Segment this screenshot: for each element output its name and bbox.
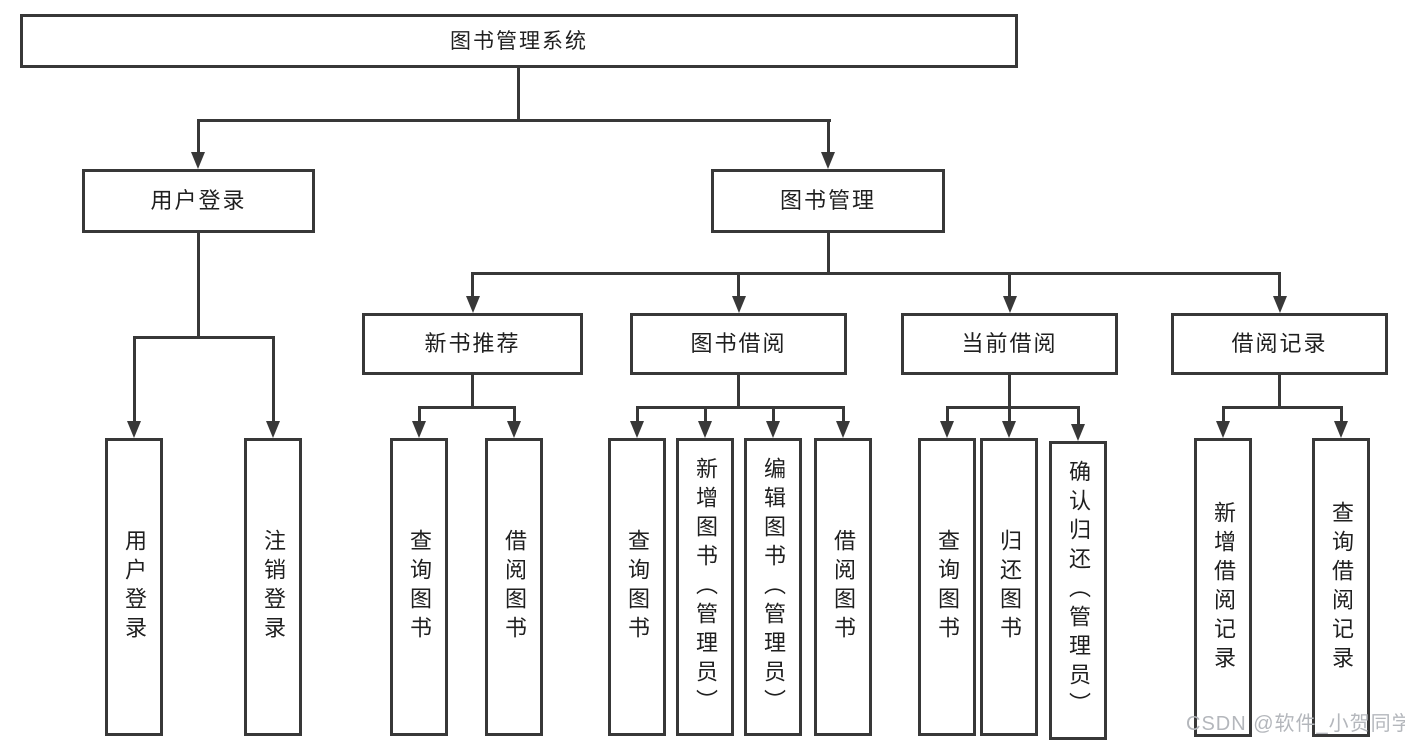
connector-line xyxy=(196,233,200,336)
leaf-label: 借阅图书 xyxy=(831,529,856,645)
arrow-down-icon xyxy=(940,421,954,438)
csdn-watermark: CSDN @软件_小贺同学 xyxy=(1186,713,1405,735)
arrow-down-icon xyxy=(836,421,850,438)
connector-line xyxy=(1221,406,1225,423)
leaf-label: 确认归还（管理员） xyxy=(1066,460,1091,721)
leaf-logout-login: 注销登录 xyxy=(244,438,302,736)
arrow-down-icon xyxy=(412,421,426,438)
connector-line xyxy=(132,336,136,423)
connector-line xyxy=(516,68,520,119)
leaf-search-books-borrowing: 查询图书 xyxy=(608,438,666,736)
connector-line xyxy=(841,406,845,423)
node-book-management: 图书管理 xyxy=(711,169,945,233)
arrow-down-icon xyxy=(1334,421,1348,438)
connector-line xyxy=(1221,406,1343,409)
arrow-down-icon xyxy=(191,152,205,169)
connector-line xyxy=(1007,406,1011,423)
connector-line xyxy=(417,406,516,409)
connector-line xyxy=(1278,375,1281,406)
arrow-down-icon xyxy=(1002,296,1017,313)
leaf-return-book: 归还图书 xyxy=(980,438,1038,736)
arrow-down-icon xyxy=(630,421,644,438)
connector-line xyxy=(417,406,421,423)
leaf-user-login: 用户登录 xyxy=(105,438,163,736)
arrow-down-icon xyxy=(766,421,780,438)
connector-line xyxy=(703,406,707,423)
leaf-add-borrow-record: 新增借阅记录 xyxy=(1194,438,1252,737)
arrow-down-icon xyxy=(821,152,835,169)
leaf-confirm-return-admin: 确认归还（管理员） xyxy=(1049,441,1107,740)
connector-line xyxy=(737,272,740,298)
node-current-borrowing: 当前借阅 xyxy=(901,313,1118,375)
connector-line xyxy=(197,119,831,122)
connector-line xyxy=(271,336,275,423)
leaf-label: 查询图书 xyxy=(935,529,960,645)
connector-line xyxy=(471,272,474,298)
leaf-label: 用户登录 xyxy=(122,529,147,645)
arrow-down-icon xyxy=(127,421,141,438)
leaf-add-book-admin: 新增图书（管理员） xyxy=(676,438,734,736)
connector-line xyxy=(1339,406,1343,423)
connector-line xyxy=(635,406,639,423)
connector-line xyxy=(945,406,949,423)
node-user-login: 用户登录 xyxy=(82,169,315,233)
leaf-borrow-books: 借阅图书 xyxy=(814,438,872,736)
leaf-edit-book-admin: 编辑图书（管理员） xyxy=(744,438,802,736)
leaf-label: 注销登录 xyxy=(261,529,286,645)
connector-line xyxy=(512,406,516,423)
arrow-down-icon xyxy=(1071,424,1085,441)
leaf-label: 查询图书 xyxy=(625,529,650,645)
node-library-system: 图书管理系统 xyxy=(20,14,1018,68)
arrow-down-icon xyxy=(698,421,712,438)
connector-line xyxy=(132,336,275,339)
connector-line xyxy=(771,406,775,423)
leaf-label: 查询借阅记录 xyxy=(1329,500,1354,675)
arrow-down-icon xyxy=(266,421,280,438)
connector-line xyxy=(826,119,830,155)
connector-line xyxy=(826,233,830,272)
arrow-down-icon xyxy=(1216,421,1230,438)
connector-line xyxy=(635,406,845,409)
arrow-down-icon xyxy=(465,296,480,313)
leaf-label: 新增图书（管理员） xyxy=(693,456,718,718)
connector-line xyxy=(737,375,740,406)
arrow-down-icon xyxy=(731,296,746,313)
leaf-label: 新增借阅记录 xyxy=(1211,500,1236,675)
leaf-borrow-books-recommend: 借阅图书 xyxy=(485,438,543,736)
connector-line xyxy=(1278,272,1281,298)
leaf-label: 借阅图书 xyxy=(502,529,527,645)
leaf-search-books-current: 查询图书 xyxy=(918,438,976,736)
connector-line xyxy=(196,119,200,155)
node-book-borrowing: 图书借阅 xyxy=(630,313,847,375)
connector-line xyxy=(1076,406,1080,426)
node-borrow-records: 借阅记录 xyxy=(1171,313,1388,375)
node-new-book-recommend: 新书推荐 xyxy=(362,313,583,375)
connector-line xyxy=(945,406,1080,409)
connector-line xyxy=(1008,375,1011,406)
leaf-label: 查询图书 xyxy=(407,529,432,645)
leaf-label: 归还图书 xyxy=(997,529,1022,645)
arrow-down-icon xyxy=(1002,421,1016,438)
arrow-down-icon xyxy=(1272,296,1287,313)
connector-line xyxy=(1008,272,1011,298)
connector-line xyxy=(471,272,1281,275)
leaf-search-borrow-record: 查询借阅记录 xyxy=(1312,438,1370,737)
connector-line xyxy=(471,375,474,406)
leaf-label: 编辑图书（管理员） xyxy=(761,456,786,718)
leaf-search-books-recommend: 查询图书 xyxy=(390,438,448,736)
arrow-down-icon xyxy=(507,421,521,438)
